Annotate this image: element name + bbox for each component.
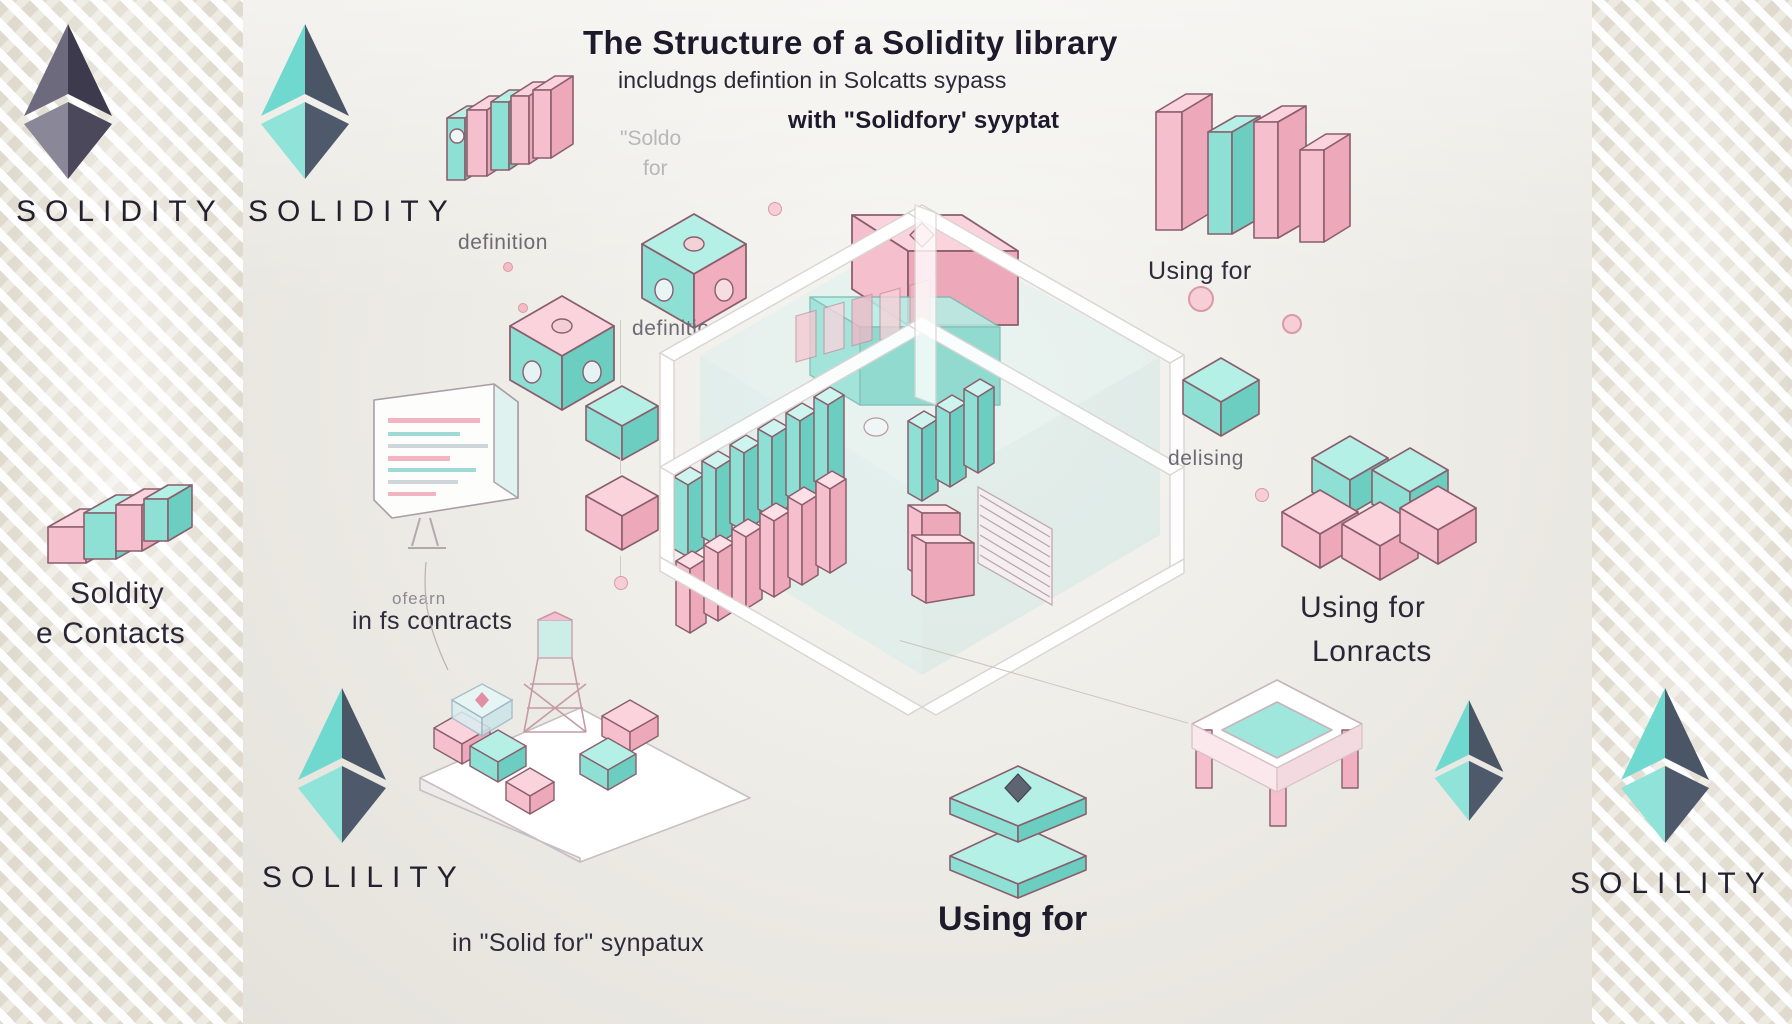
dotted-cube-left xyxy=(500,288,630,418)
logo-top-inner-icon xyxy=(255,24,355,179)
logo-top-left-icon xyxy=(18,24,118,179)
dotted-cube-right xyxy=(632,206,762,336)
label-solid-for-syntax: in "Solid for" synpatux xyxy=(452,929,705,957)
code-monitor[interactable] xyxy=(368,378,568,558)
page-title: The Structure of a Solidity library xyxy=(583,24,1118,61)
connector-line-cube-lower xyxy=(620,452,621,474)
logo-mid-right-icon xyxy=(1430,700,1508,821)
logo-bottom-right-label: SOLILITY xyxy=(1570,867,1774,900)
logo-bottom-right-icon xyxy=(1615,688,1715,843)
platform-table-right xyxy=(1182,672,1372,842)
connector-line-cube-upper xyxy=(620,320,621,384)
connector-dot-cube-bottom xyxy=(614,576,628,590)
connector-dot-tiny-a xyxy=(503,262,513,272)
connector-dot-using-for-b xyxy=(1282,314,1302,334)
logo-bottom-left-icon xyxy=(292,688,392,843)
label-solidity-contacts-line2: e Contacts xyxy=(36,617,186,650)
library-structure xyxy=(659,204,1200,725)
cube-cluster-right xyxy=(1280,430,1480,600)
label-using-for-top-right: Using for xyxy=(1148,257,1252,285)
label-using-for-contracts-line1: Using for xyxy=(1300,591,1426,624)
connector-dot-delising xyxy=(1255,488,1269,502)
logo-top-inner-label: SOLIDITY xyxy=(248,195,457,228)
logo-top-left-label: SOLIDITY xyxy=(16,195,225,228)
label-solidity-contacts-line1: Soldity xyxy=(70,577,165,610)
ghost-text-1: "Soldo xyxy=(620,127,682,150)
bar-cluster-top-right xyxy=(1150,78,1370,268)
logo-bottom-left-label: SOLILITY xyxy=(262,861,466,894)
connector-dot-definition xyxy=(768,202,782,216)
small-cube-upper xyxy=(578,380,668,466)
connector-dot-using-for xyxy=(1188,286,1214,312)
ghost-text-2: for xyxy=(643,157,668,180)
label-delising: delising xyxy=(1168,447,1245,470)
tower-platform-scene xyxy=(419,561,770,863)
stack-bottom-center xyxy=(940,752,1100,899)
mesh-panel-right xyxy=(1592,0,1792,1024)
connector-line-cube-bottom xyxy=(620,556,621,578)
small-cube-lower xyxy=(578,470,668,556)
label-screen-caption: ofearn xyxy=(392,589,447,608)
single-cube-right xyxy=(1175,352,1267,442)
label-using-for-bottom: Using for xyxy=(938,900,1088,938)
label-definition-upper: definition xyxy=(458,231,549,254)
subtitle-line-2: with "Solidfory' syyptat xyxy=(788,107,1060,134)
book-stack-upper-left xyxy=(437,68,597,228)
label-using-for-contracts-line2: Lonracts xyxy=(1312,635,1432,668)
connector-dot-tiny-b xyxy=(518,303,528,313)
subtitle-line-1: includngs defintion in Solcatts sypass xyxy=(618,67,1007,93)
bar-cluster-left xyxy=(40,455,200,585)
